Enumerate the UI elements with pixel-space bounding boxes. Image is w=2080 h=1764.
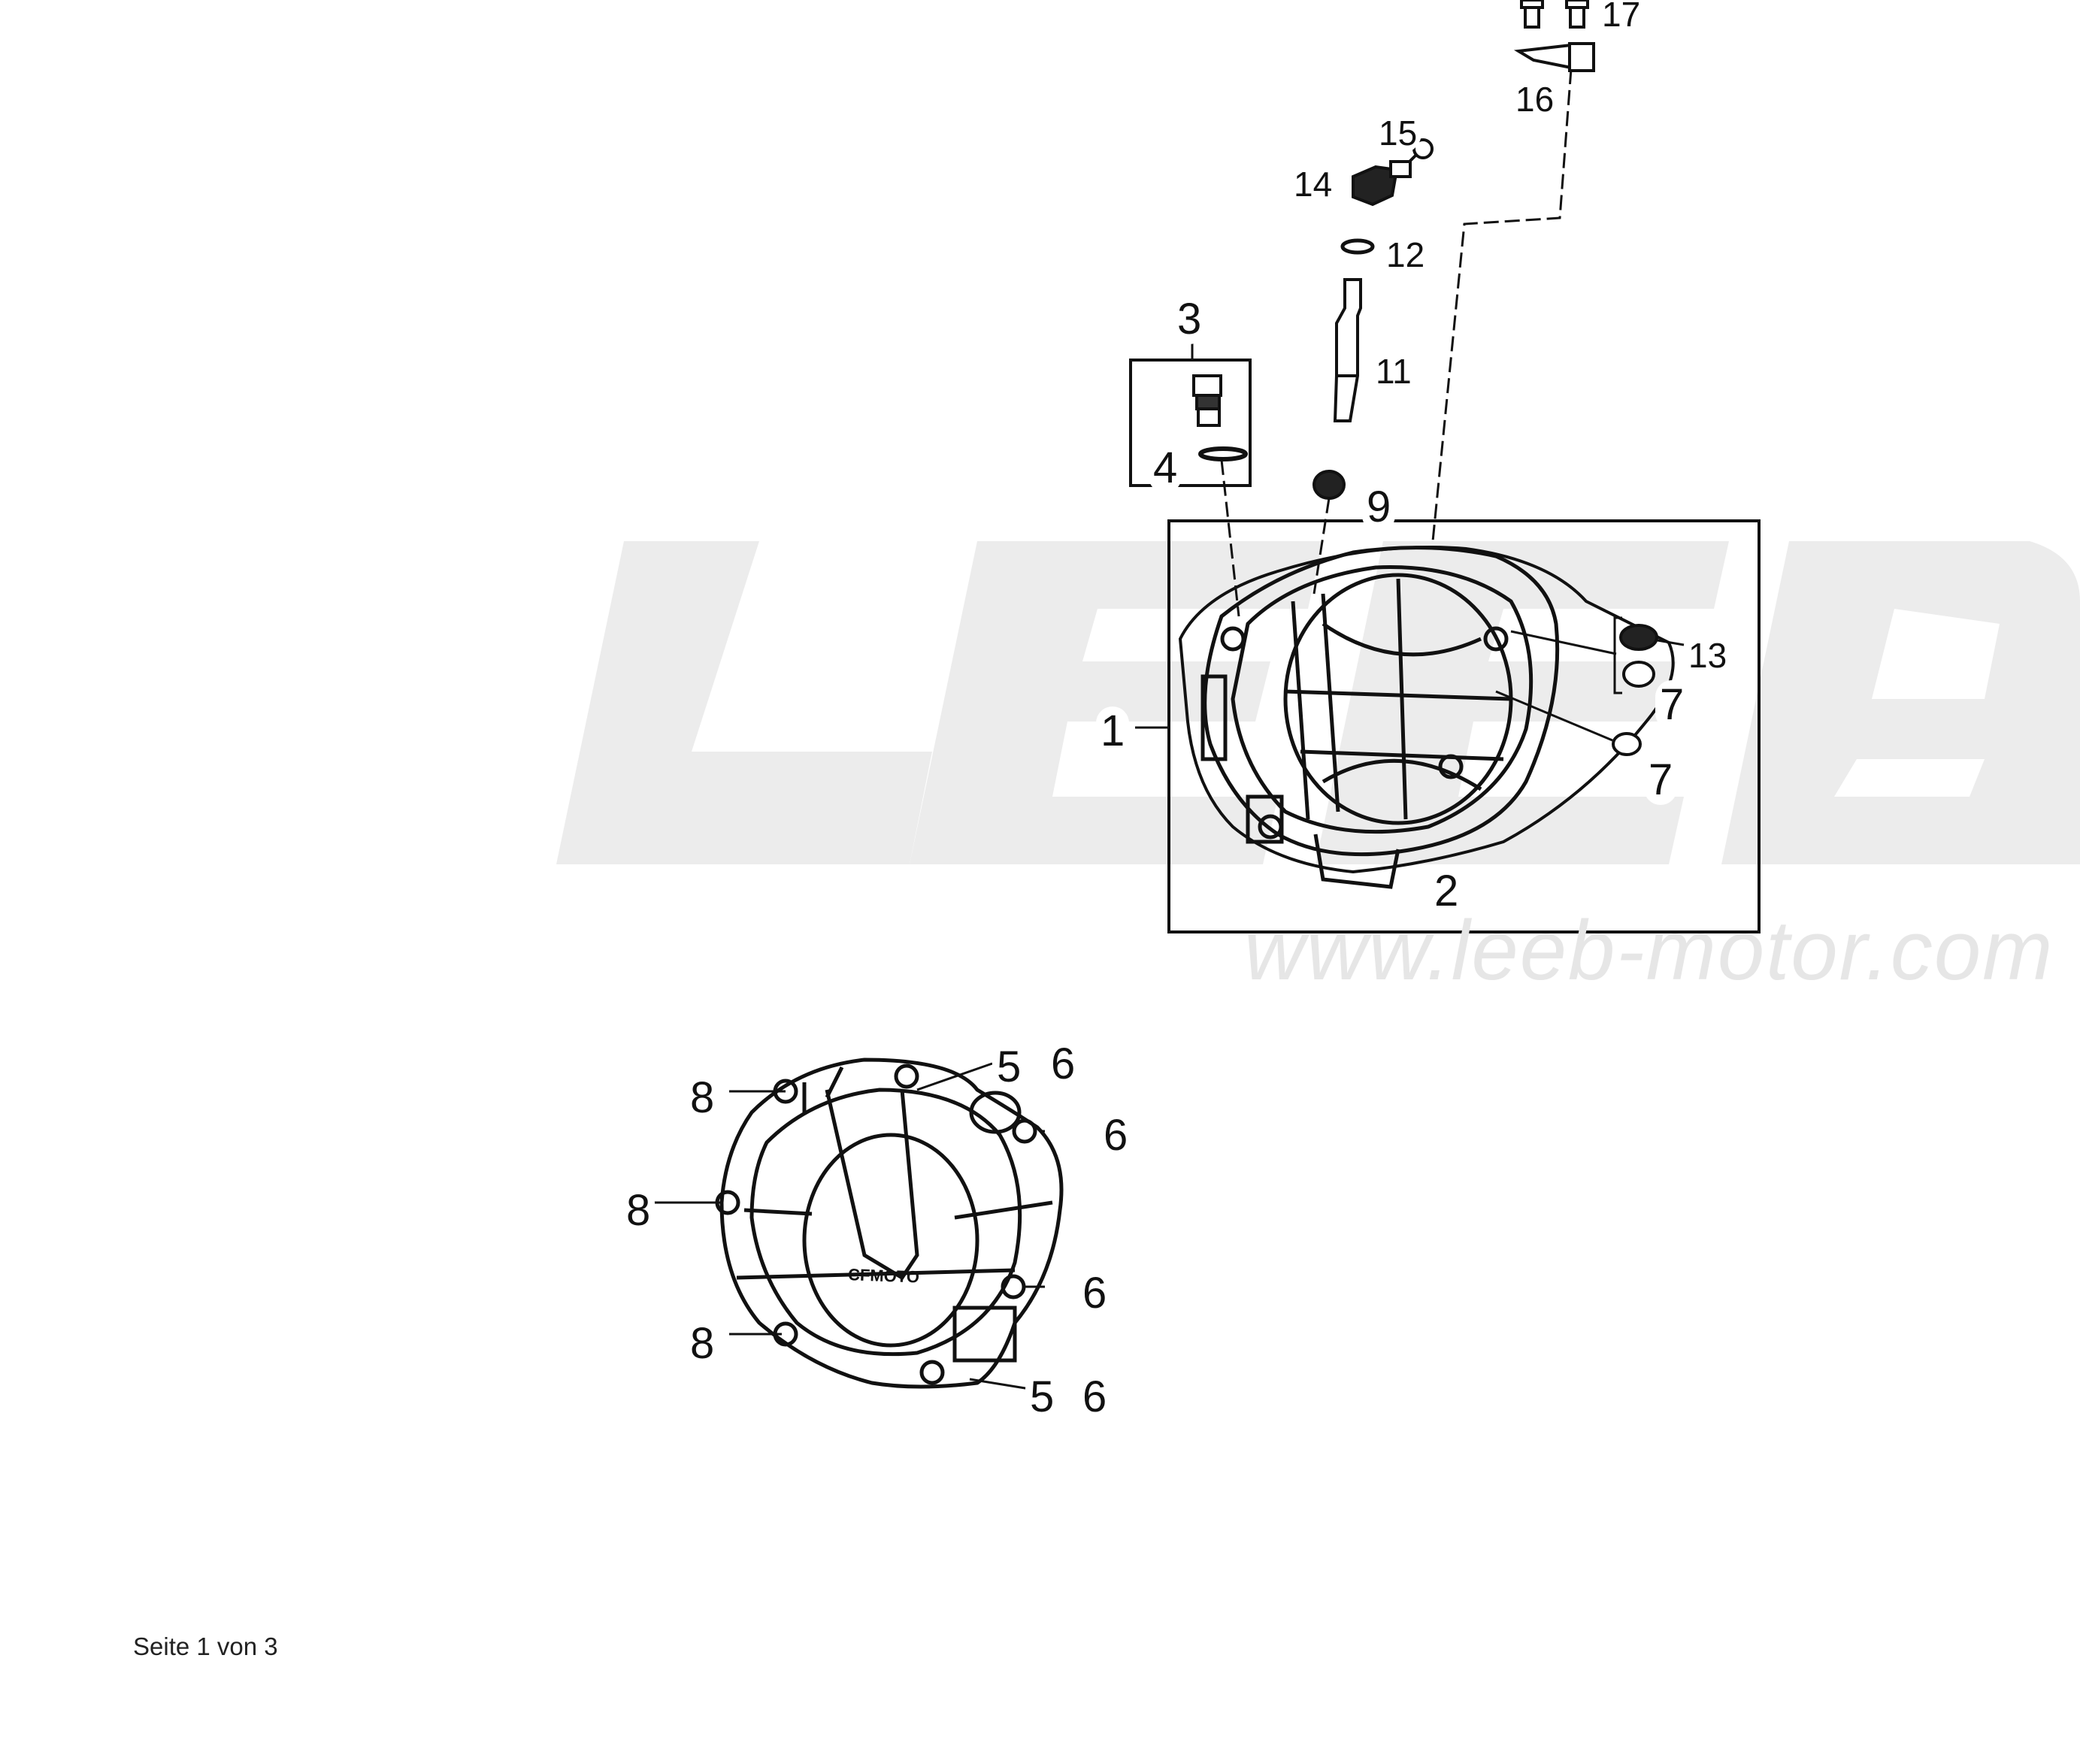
- callout-6-top: 6: [1046, 1039, 1080, 1089]
- circlip-part-12: [1340, 238, 1375, 255]
- oil-seal-part-9: [1312, 470, 1346, 500]
- callout-7-lower: 7: [1644, 755, 1678, 805]
- watermark-url: www.leeb-motor.com: [1244, 903, 2054, 997]
- callout-7-upper: 7: [1655, 680, 1689, 730]
- callout-9: 9: [1362, 483, 1396, 532]
- clutch-cover-part-1: [1200, 546, 1560, 889]
- callout-16: 16: [1511, 79, 1559, 120]
- callout-4: 4: [1149, 443, 1182, 493]
- callout-6-right-upper: 6: [1099, 1111, 1133, 1160]
- cover-logo-text: CFMOTO: [848, 1265, 920, 1286]
- callout-6-right-lower: 6: [1078, 1269, 1112, 1318]
- plug-part-3: [1192, 374, 1222, 427]
- shaft-part-11: [1333, 278, 1362, 422]
- page-indicator: Seite 1 von 3: [133, 1632, 278, 1660]
- callout-2: 2: [1430, 867, 1464, 916]
- dowels-part-7-13: [1612, 624, 1658, 756]
- bolts-part-17: [1520, 0, 1589, 29]
- bracket-13-7: [1613, 616, 1622, 694]
- leader-lines: [1220, 68, 1573, 617]
- o-ring-part-4: [1198, 446, 1248, 461]
- callout-3: 3: [1173, 295, 1207, 344]
- callout-12: 12: [1382, 234, 1430, 275]
- clutch-cover-assembly-lower: [715, 1057, 1064, 1389]
- callout-5-top: 5: [992, 1042, 1026, 1092]
- callout-6-bottom: 6: [1078, 1372, 1112, 1422]
- callout-5-bottom: 5: [1025, 1372, 1059, 1422]
- group-box-3: [1129, 359, 1252, 487]
- callout-8-middle: 8: [622, 1186, 655, 1236]
- callout-11: 11: [1371, 351, 1416, 392]
- callout-15: 15: [1374, 113, 1422, 153]
- callout-13: 13: [1684, 635, 1732, 676]
- watermark-leeb-logo: [556, 541, 2080, 864]
- callout-leaders: [654, 316, 1685, 1390]
- callout-14: 14: [1289, 164, 1337, 204]
- callout-8-top: 8: [686, 1073, 719, 1123]
- callout-17: 17: [1597, 0, 1646, 35]
- callout-8-bottom: 8: [686, 1319, 719, 1369]
- bracket-part-14: [1352, 160, 1412, 207]
- callout-1: 1: [1096, 707, 1130, 756]
- sensor-part-16: [1513, 42, 1595, 72]
